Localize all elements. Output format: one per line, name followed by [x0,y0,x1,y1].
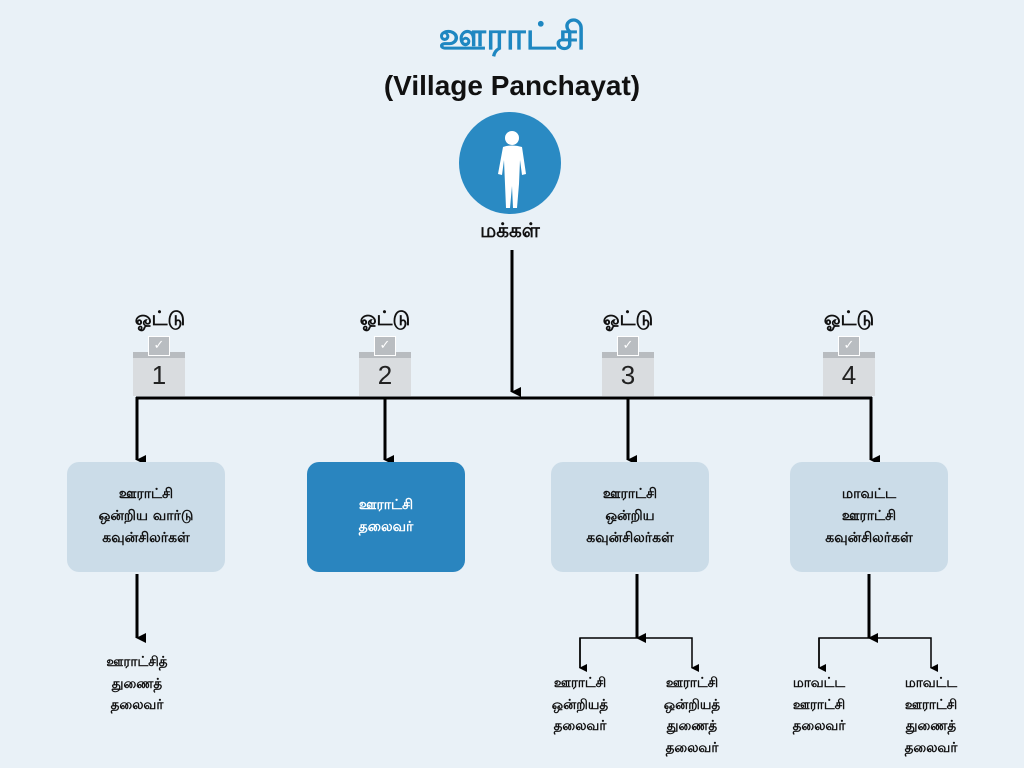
ballot-number: 3 [620,360,636,390]
ballot-box-3: ✓ 3 [602,336,654,396]
vote-label-2: ஓட்டு [359,306,411,330]
diagram-subtitle: (Village Panchayat) [383,70,641,101]
leaf-district-chairman: மாவட்ட ஊராட்சி தலைவர் [792,675,846,735]
leaf-panchayat-vice-president: ஊராட்சித் துணைத் தலைவர் [106,654,168,714]
ballot-box-1: ✓ 1 [133,336,185,396]
node-union-councillors: ஊராட்சி ஒன்றிய கவுன்சிலர்கள் [551,462,709,572]
people-label: மக்கள் [480,218,540,242]
vote-label-3: ஓட்டு [602,306,654,330]
node4-fork [818,637,938,672]
leaf-district-vice-chairman: மாவட்ட ஊராட்சி துணைத் தலைவர் [904,675,958,756]
leaf-union-vice-chairman: ஊராட்சி ஒன்றியத் துணைத் தலைவர் [663,675,721,756]
ballot-number: 2 [377,360,393,390]
person-silhouette-icon [498,131,526,208]
ballot-box-4: ✓ 4 [823,336,875,396]
node-panchayat-president: ஊராட்சி தலைவர் [307,462,465,572]
people-circle [459,112,561,214]
ballot-number: 1 [151,360,167,390]
leaf-union-chairman: ஊராட்சி ஒன்றியத் தலைவர் [551,675,609,735]
node-ward-councillors: ஊராட்சி ஒன்றிய வார்டு கவுன்சிலர்கள் [67,462,225,572]
ballot-number: 4 [841,360,857,390]
node3-fork [579,637,699,672]
check-icon: ✓ [617,336,639,356]
diagram-title: ஊராட்சி [438,14,586,58]
ballot-box-2: ✓ 2 [359,336,411,396]
vote-label-1: ஓட்டு [134,306,186,330]
node-district-councillors: மாவட்ட ஊராட்சி கவுன்சிலர்கள் [790,462,948,572]
check-icon: ✓ [374,336,396,356]
check-icon: ✓ [838,336,860,356]
vote-label-4: ஓட்டு [823,306,875,330]
check-icon: ✓ [148,336,170,356]
